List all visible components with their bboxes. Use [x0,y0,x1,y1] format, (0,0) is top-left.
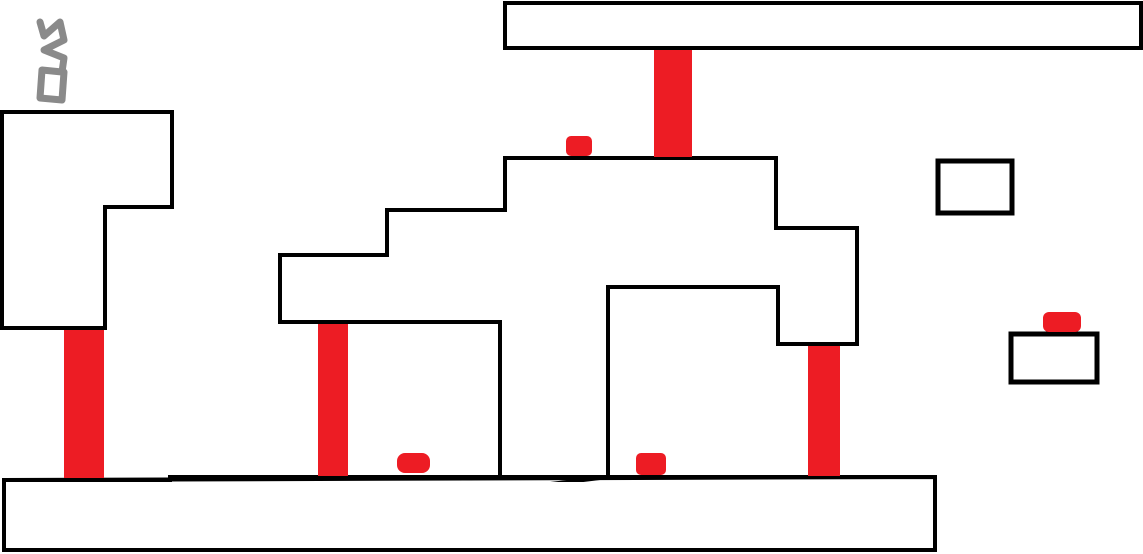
central-stepped-block [278,156,859,479]
hazard-pillar-right [808,346,840,476]
pickup-blob-floor-left[interactable] [397,453,430,473]
floating-platform-lower [1008,331,1100,385]
floating-platform-upper [935,158,1015,216]
ground-floor-fill [6,482,933,548]
number-sketch-icon [36,18,68,104]
pickup-blob-floor-center[interactable] [636,453,666,475]
hazard-pillar-middle-left [318,324,348,476]
ceiling-platform [503,1,1143,50]
left-l-wall [0,110,174,330]
ground-floor-outline [1,474,937,552]
pickup-blob-top[interactable] [566,136,592,156]
hazard-pillar-ceiling [654,50,692,157]
hazard-pillar-left [64,330,104,478]
pickup-blob-right[interactable] [1043,312,1081,332]
